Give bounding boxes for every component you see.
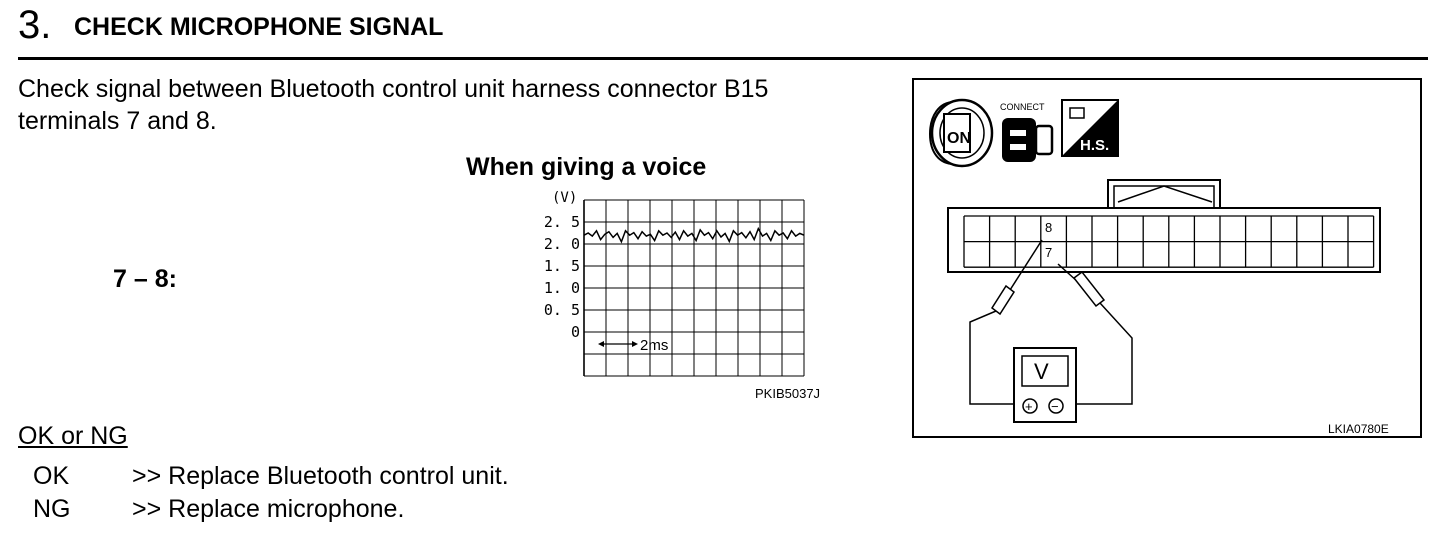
y-tick-label: 2. 0 bbox=[544, 235, 580, 253]
waveform-chart: (V) 2. 5 2. 0 1. 5 1. 0 0. 5 0 2ms bbox=[544, 190, 805, 377]
pin-8-label: 8 bbox=[1045, 220, 1052, 235]
plus-terminal bbox=[1022, 398, 1038, 414]
y-tick-label: 0. 5 bbox=[544, 301, 580, 319]
waveform-trace bbox=[583, 226, 805, 244]
title-divider bbox=[18, 57, 1428, 60]
time-scale-indicator: 2ms bbox=[598, 337, 668, 354]
minus-symbol: − bbox=[1051, 399, 1059, 414]
y-unit-label: (V) bbox=[552, 190, 577, 206]
voltmeter: V + − bbox=[1013, 347, 1077, 423]
grid bbox=[583, 199, 805, 377]
hs-label: H.S. bbox=[1080, 137, 1109, 154]
result-heading: OK or NG bbox=[18, 422, 128, 450]
waveform-title: When giving a voice bbox=[466, 153, 707, 181]
time-scale-label: 2ms bbox=[640, 337, 668, 354]
y-tick-label: 1. 0 bbox=[544, 279, 580, 297]
instruction-line-2: terminals 7 and 8. bbox=[18, 107, 217, 135]
y-tick-labels: 2. 5 2. 0 1. 5 1. 0 0. 5 0 bbox=[544, 213, 580, 341]
meter-unit-label: V bbox=[1034, 359, 1049, 384]
harness-connector: 8 7 bbox=[947, 179, 1381, 273]
y-tick-label: 1. 5 bbox=[544, 257, 580, 275]
instruction-line-1: Check signal between Bluetooth control u… bbox=[18, 75, 769, 103]
step-number: 3. bbox=[18, 3, 52, 47]
pin-7-label: 7 bbox=[1045, 245, 1052, 260]
harness-side-icon: H.S. bbox=[1061, 99, 1119, 157]
connector-diagram: ON CONNECT H.S. 8 7 bbox=[912, 78, 1422, 438]
connector-connect-icon: CONNECT bbox=[1000, 102, 1054, 162]
ng-label: NG bbox=[33, 495, 71, 523]
diagram-figure-code: LKIA0780E bbox=[1328, 422, 1389, 436]
waveform-figure-code: PKIB5037J bbox=[755, 386, 821, 401]
ignition-on-label: ON bbox=[947, 130, 971, 147]
ok-action: >> Replace Bluetooth control unit. bbox=[132, 462, 509, 490]
connect-label: CONNECT bbox=[1000, 102, 1045, 112]
connector-pin-grid bbox=[963, 215, 1375, 268]
test-probes bbox=[969, 239, 1133, 405]
plus-symbol: + bbox=[1025, 399, 1033, 414]
step-title: CHECK MICROPHONE SIGNAL bbox=[74, 13, 444, 41]
ignition-key-icon: ON bbox=[928, 98, 994, 168]
y-tick-label: 2. 5 bbox=[544, 213, 580, 231]
minus-terminal bbox=[1048, 398, 1064, 414]
y-tick-label: 0 bbox=[571, 323, 580, 341]
ng-action: >> Replace microphone. bbox=[132, 495, 405, 523]
ok-label: OK bbox=[33, 462, 70, 490]
terminal-label: 7 – 8: bbox=[113, 265, 177, 293]
